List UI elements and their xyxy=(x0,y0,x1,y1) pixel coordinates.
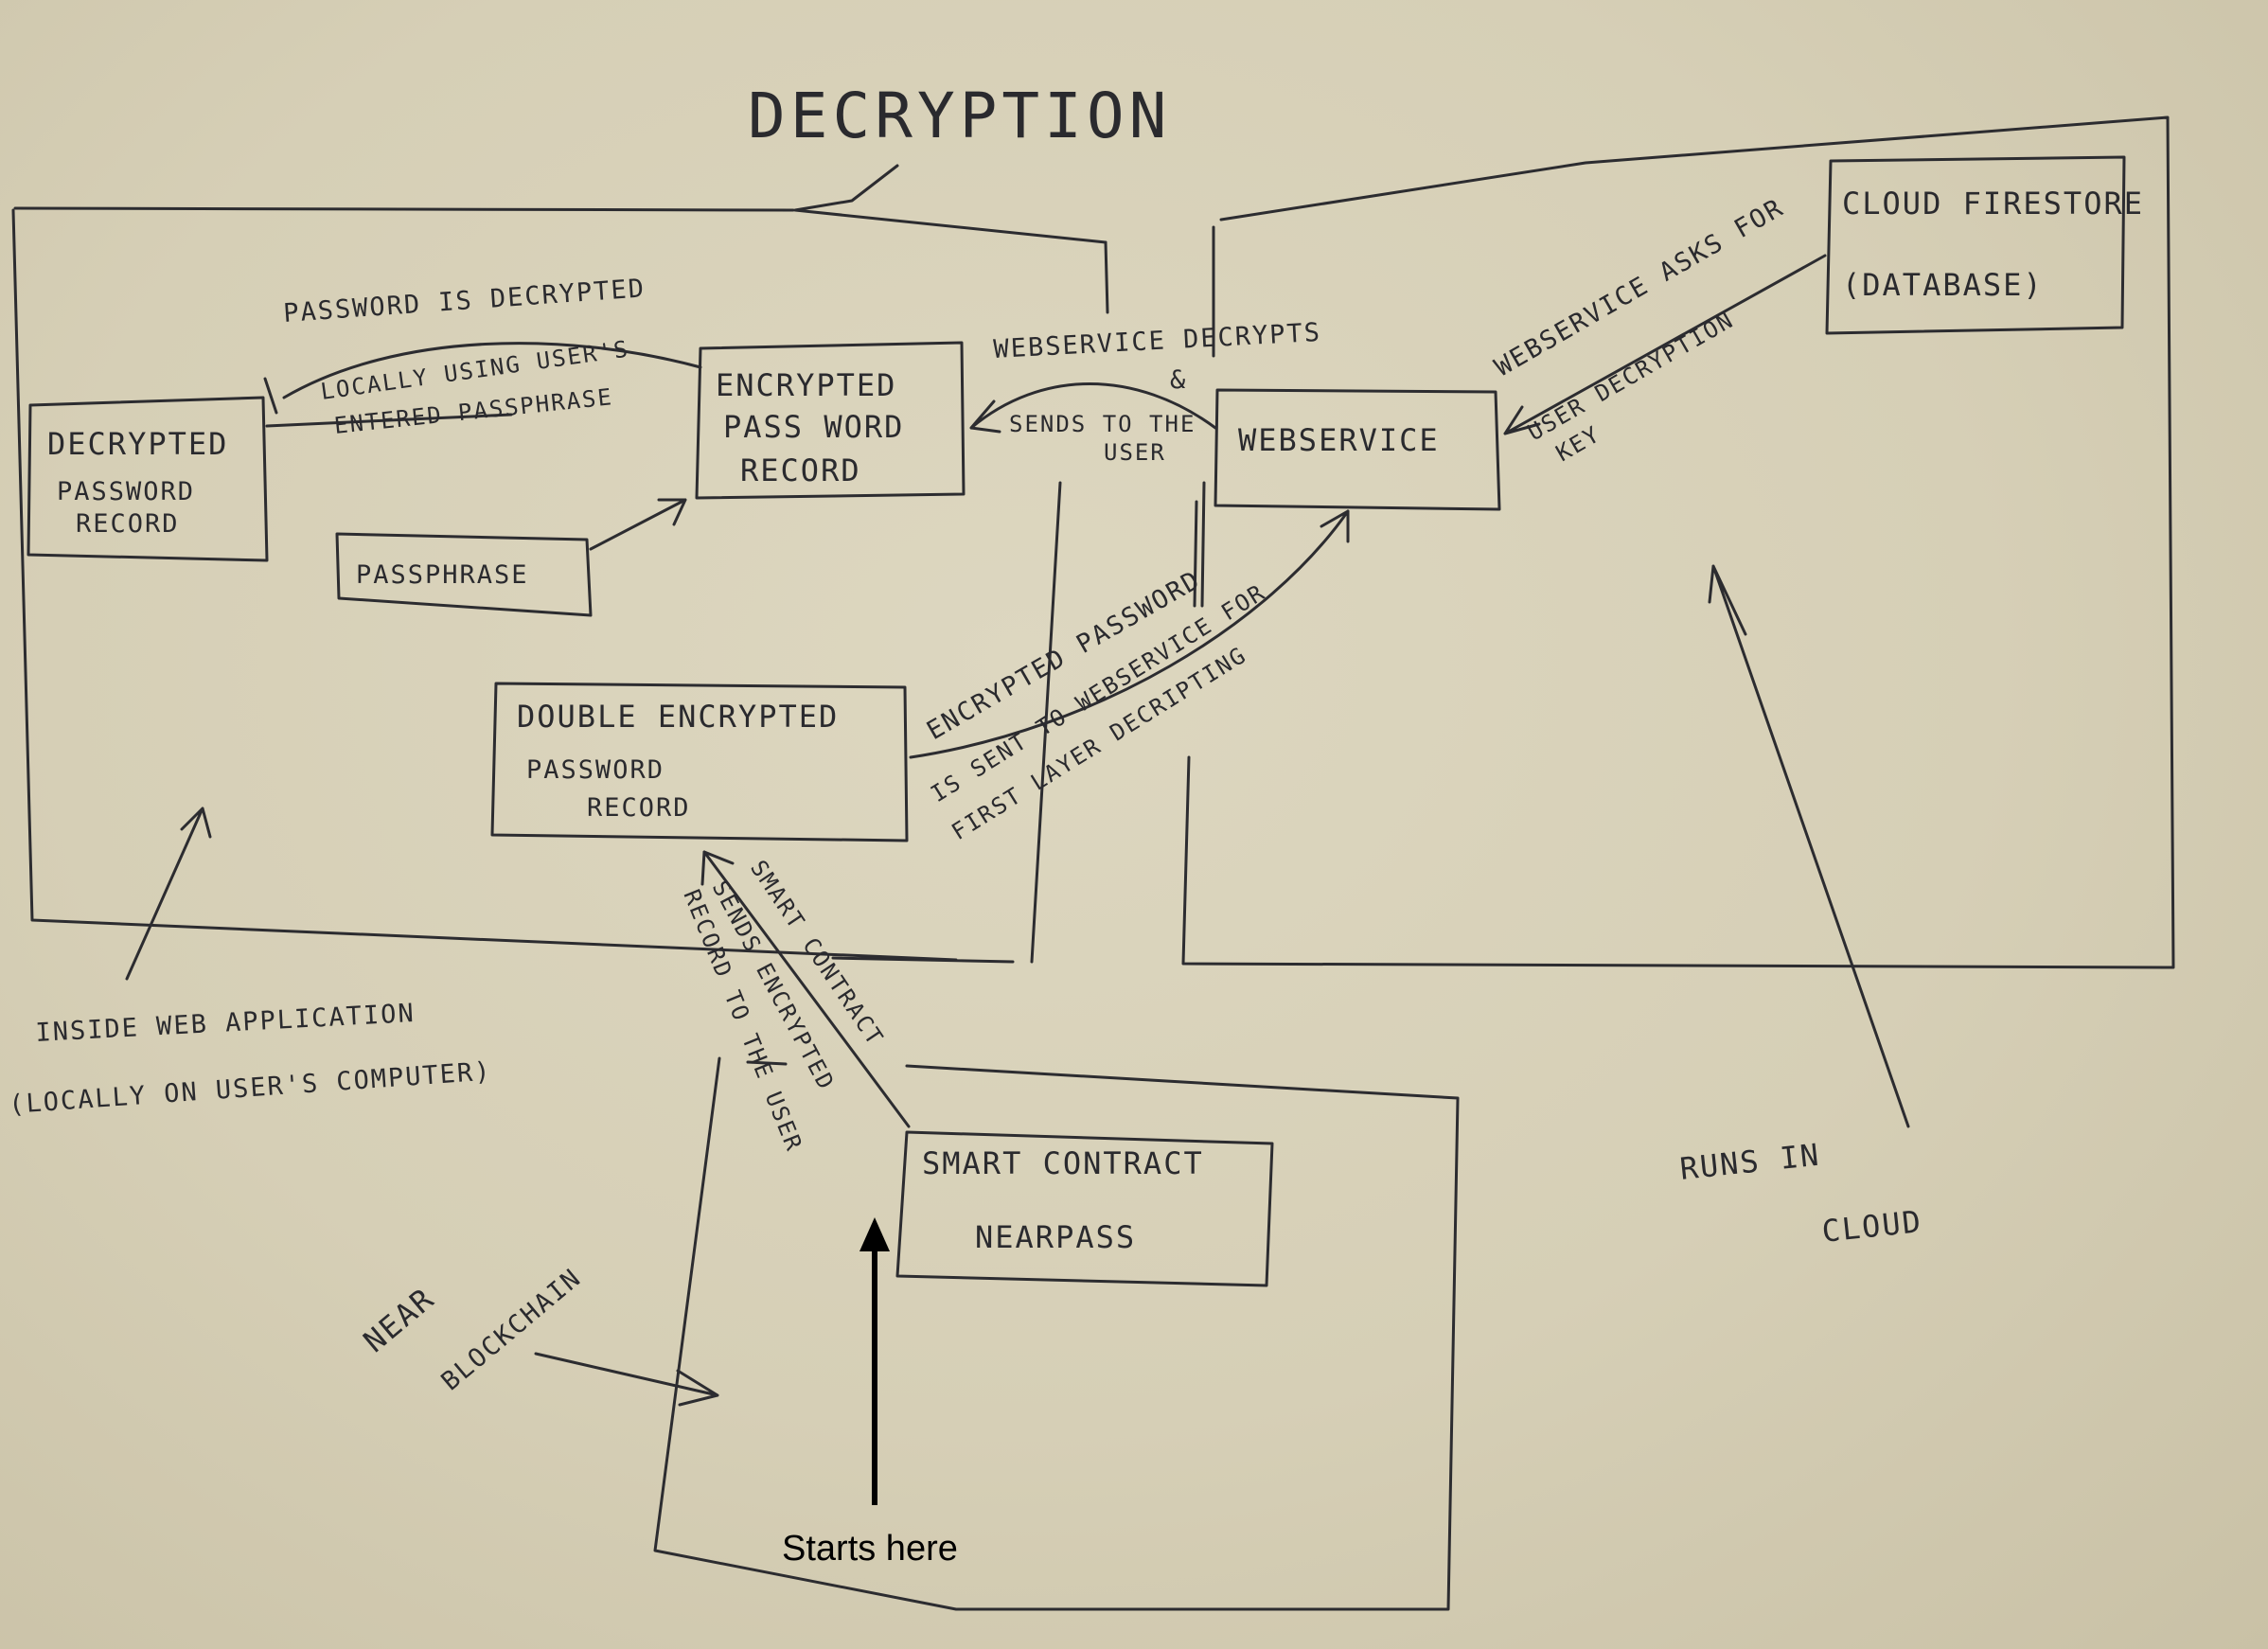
webservice-to-encrypted-arrow xyxy=(969,382,1217,434)
note-inside-web-application: INSIDE WEB APPLICATION xyxy=(35,999,416,1048)
inside-web-app-arrow xyxy=(125,807,212,981)
encrypted-box-line-2: PASS WORD xyxy=(723,409,904,445)
near-blockchain-region xyxy=(653,1056,1460,1611)
note-webservice-decrypts-amp: & xyxy=(1170,365,1187,395)
decrypted-box-line-1: DECRYPTED xyxy=(47,426,228,462)
starts-here-arrowhead xyxy=(859,1217,890,1251)
encrypted-password-record-box: ENCRYPTED PASS WORD RECORD xyxy=(695,341,966,500)
web-application-region xyxy=(11,208,1109,964)
cloud-firestore-line-1: CLOUD FIRESTORE xyxy=(1842,186,2144,222)
title-brace xyxy=(13,164,1107,244)
decrypted-connector-line xyxy=(265,413,513,428)
decrypted-connector-arc xyxy=(263,342,702,415)
smart-contract-box: SMART CONTRACT NEARPASS xyxy=(895,1130,1274,1287)
passphrase-label: PASSPHRASE xyxy=(356,560,529,590)
starts-here-label: Starts here xyxy=(782,1529,958,1569)
decrypted-box-line-2: PASSWORD xyxy=(57,477,195,506)
cloud-firestore-line-2: (DATABASE) xyxy=(1842,267,2044,303)
note-locally-on-computer: (LOCALLY ON USER'S COMPUTER) xyxy=(8,1056,492,1120)
note-near: NEAR xyxy=(357,1280,442,1359)
cloud-firestore-box: CLOUD FIRESTORE (DATABASE) xyxy=(1825,155,2144,335)
webservice-box: WEBSERVICE xyxy=(1214,388,1501,511)
decrypted-password-record-box: DECRYPTED PASSWORD RECORD xyxy=(27,396,269,562)
encrypted-box-line-1: ENCRYPTED xyxy=(716,367,896,403)
diagram-title: DECRYPTION xyxy=(748,80,1171,152)
decrypted-box-line-3: RECORD xyxy=(76,509,180,539)
webservice-label: WEBSERVICE xyxy=(1238,422,1440,458)
smart-contract-line-2: NEARPASS xyxy=(975,1219,1136,1255)
smart-contract-line-1: SMART CONTRACT xyxy=(922,1145,1204,1181)
note-sends-to-the: SENDS TO THE xyxy=(1009,411,1196,437)
double-encrypted-line-3: RECORD xyxy=(587,793,691,823)
near-blockchain-arrow xyxy=(534,1352,719,1407)
double-encrypted-line-2: PASSWORD xyxy=(526,755,664,785)
runs-in-cloud-arrow xyxy=(1708,564,1910,1128)
double-encrypted-to-webservice-arrow xyxy=(909,509,1350,759)
double-encrypted-line-1: DOUBLE ENCRYPTED xyxy=(517,699,839,735)
note-password-decrypted: PASSWORD IS DECRYPTED xyxy=(282,274,647,328)
encrypted-box-line-3: RECORD xyxy=(740,452,861,488)
double-encrypted-record-box: DOUBLE ENCRYPTED PASSWORD RECORD xyxy=(490,682,909,842)
note-webservice-asks-for: WEBSERVICE ASKS FOR xyxy=(1490,193,1789,382)
smart-contract-to-double-encrypted-arrow xyxy=(700,850,911,1128)
note-cloud: CLOUD xyxy=(1820,1203,1924,1250)
cloud-region xyxy=(1181,115,2175,969)
passphrase-arrow xyxy=(589,498,687,551)
note-sends-user: USER xyxy=(1104,439,1166,466)
note-blockchain: BLOCKCHAIN xyxy=(436,1263,588,1396)
note-webservice-decrypts: WEBSERVICE DECRYPTS xyxy=(993,318,1322,364)
note-runs-in: RUNS IN xyxy=(1678,1137,1822,1187)
firestore-to-webservice-arrow xyxy=(1503,254,1827,435)
passphrase-box: PASSPHRASE xyxy=(335,532,593,617)
cloud-region-divider xyxy=(1200,481,1206,608)
